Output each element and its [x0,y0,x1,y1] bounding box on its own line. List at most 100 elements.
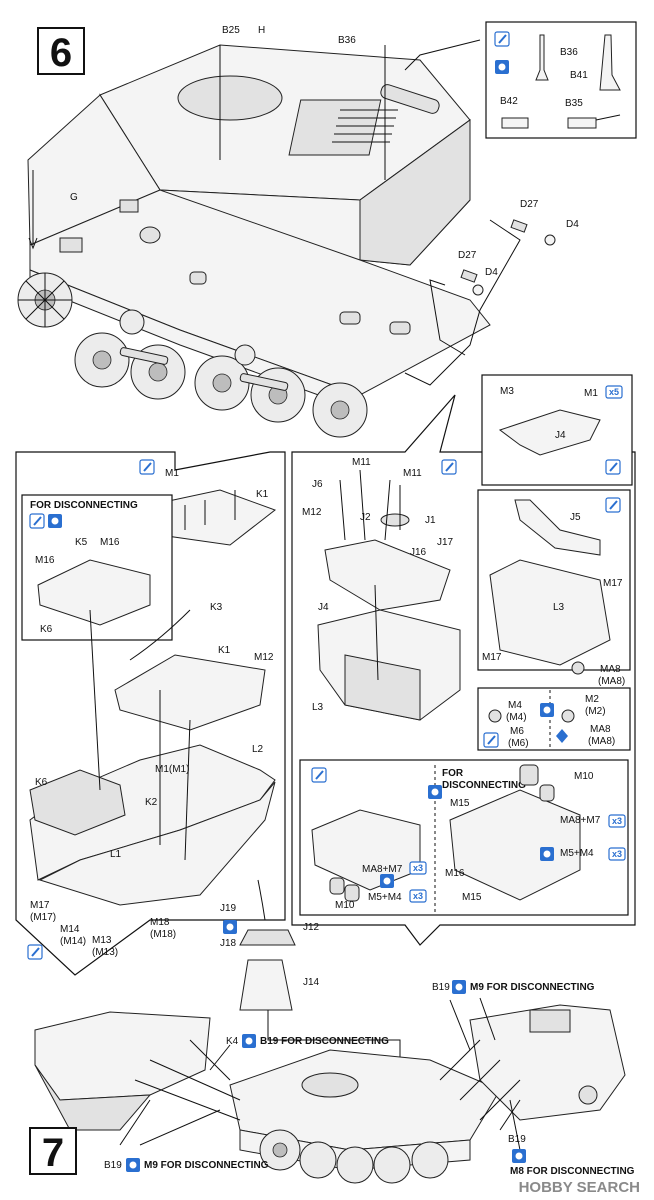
label-m15-b: M15 [462,892,482,903]
label-m8-right: M8 FOR DISCONNECTING [510,1166,635,1177]
label-m4: M4 [508,700,522,711]
hull-box-2 [119,199,139,213]
left-callout-panel: M1 K1 FOR DISCONNECTING K5 M16 M16 K6 K3… [15,451,286,976]
upper-hull-rear [359,119,471,266]
detail-label-b42: B42 [500,96,518,107]
label-m18p: (M18) [150,929,176,940]
part-j19-cable [257,879,266,921]
detail-label-b35: B35 [565,98,583,109]
step-6-badge: 6 [37,27,85,75]
engine-grille [288,99,382,156]
part-b41 [599,34,621,91]
label-ma8m7-b: MA8+M7 [362,864,403,875]
label-m3: M3 [500,386,514,397]
qty-x3-icon [608,814,626,828]
part-j4-small [498,409,601,456]
label-j1: J1 [425,515,436,526]
label-j16: J16 [410,547,427,558]
label-j5: J5 [570,512,581,523]
label-m11-b: M11 [403,468,422,479]
part-rear-hull [34,1011,211,1101]
paint-drop-icon [556,729,568,743]
label-k1-a: K1 [256,489,269,500]
part-j14 [239,959,293,1011]
part-j4-large [324,539,451,611]
label-j4-a: J4 [555,430,566,441]
label-k6-a: K6 [40,624,53,635]
label-k2: K2 [145,797,158,808]
label-m13: M13 [92,935,112,946]
label-j4-b: J4 [318,602,329,613]
label-ma8m7-a: MA8+M7 [560,815,601,826]
label-m16-r: M16 [445,868,465,879]
part-j5 [514,499,601,556]
svg-text:x3: x3 [612,849,622,859]
label-l3-a: L3 [312,702,324,713]
label-m17-b: M17 [482,652,502,663]
label-b19-right: B19 [508,1134,526,1145]
label-j14: J14 [303,977,320,988]
label-b36: B36 [338,35,356,46]
label-k4: K4 [226,1036,239,1047]
label-m5m4-b: M5+M4 [368,892,402,903]
qty-x5-icon [605,385,623,399]
detail-label-b41: B41 [570,70,588,81]
muffler [380,84,440,114]
part-j1 [380,513,410,527]
detail-box-b36-b41: B36 B41 B42 B35 [485,21,637,139]
svg-text:x3: x3 [413,891,423,901]
label-m17p: (M17) [30,912,56,923]
label-m12-r: M12 [302,507,322,518]
label-j12: J12 [303,922,320,933]
label-m16-b: M16 [100,537,120,548]
label-k5: K5 [75,537,88,548]
label-m11-a: M11 [352,457,371,468]
label-ma8p: (MA8) [598,676,625,687]
part-b42 [501,117,529,129]
label-b19-k4: B19 FOR DISCONNECTING [260,1036,389,1047]
label-b19-left: B19 [104,1160,122,1171]
label-m10-a: M10 [574,771,594,782]
turret-ring [177,75,283,121]
label-l2: L2 [252,744,264,755]
return-roller-1 [119,309,145,335]
hull-bump-2 [339,311,361,325]
part-k3-cable [129,609,191,661]
label-m2: M2 [585,694,599,705]
hull-bump-1 [189,271,207,285]
label-m6p: (M6) [508,738,529,749]
step-7-assembly: J19 J18 J12 J14 K4 B19 [34,879,635,1184]
label-for-1: FOR [442,768,464,779]
label-b19-top: B19 [432,982,450,993]
label-j2: J2 [360,512,371,523]
label-k6-b: K6 [35,777,48,788]
svg-text:x3: x3 [413,863,423,873]
part-l3-right [449,789,581,901]
label-m2p: (M2) [585,706,606,717]
qty-x5: x5 [609,387,619,397]
label-j18: J18 [220,938,237,949]
label-j6: J6 [312,479,323,490]
part-j12 [239,929,296,946]
label-h: H [258,25,265,36]
label-m14: M14 [60,924,80,935]
label-j17: J17 [437,537,454,548]
sub-box-m4-m2 [477,687,631,751]
label-m16-a: M16 [35,555,55,566]
label-for-disconnecting: FOR DISCONNECTING [30,500,138,511]
step-7-number: 7 [42,1131,64,1175]
label-m14p: (M14) [60,936,86,947]
label-j19: J19 [220,903,237,914]
step6-hull-assembly [17,39,521,438]
label-ma8: MA8 [600,664,621,675]
label-m1: M1 [165,468,179,479]
detail-label-b36: B36 [560,47,578,58]
label-m15-a: M15 [450,798,470,809]
part-b36 [535,34,549,81]
label-m17: M17 [30,900,50,911]
part-m10-a [519,764,539,786]
part-l1-side [38,781,276,906]
label-d4-b: D4 [485,267,498,278]
label-ma8p-b: (MA8) [588,736,615,747]
